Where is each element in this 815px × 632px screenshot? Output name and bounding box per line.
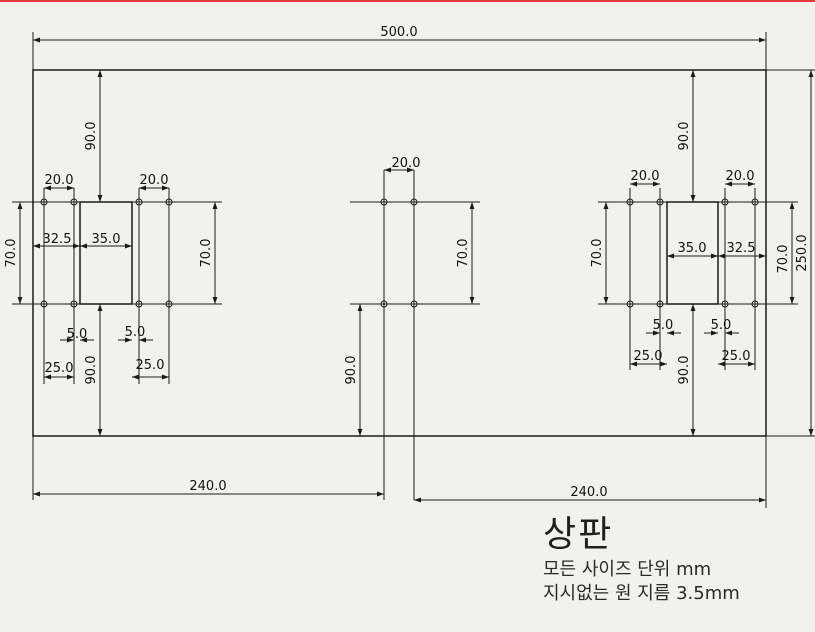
right-hole-2-1 [721,300,729,308]
plate-outline [32,69,767,437]
dim-label-left-height-outer: 70.0 [4,239,19,268]
note-units: 모든 사이즈 단위 mm [543,559,712,580]
dim-label-right-gap-a: 5.0 [653,318,674,333]
right-hole-3-1 [751,300,759,308]
title-block: 상판 모든 사이즈 단위 mm 지시없는 원 지름 3.5mm [543,512,740,606]
dim-label-left-top: 90.0 [84,122,99,151]
center-hole-0-1 [380,300,388,308]
dim-label-left-height-inner: 70.0 [199,239,214,268]
dim-label-right-height-outer: 70.0 [590,239,605,268]
dim-label-center-bottom: 90.0 [344,356,359,385]
right-hole-1-1 [656,300,664,308]
right-hole-3-0 [751,198,759,206]
left-cutout-rect [79,201,133,305]
left-hole-2-1 [135,300,143,308]
dim-label-left-pitch-b: 25.0 [136,358,165,373]
center-hole-1-0 [410,198,418,206]
top-accent-rule [0,0,815,2]
dim-label-center-spacing: 20.0 [392,156,421,171]
left-hole-1-1 [70,300,78,308]
dim-label-left-to-center: 240.0 [189,479,226,494]
dim-label-center-to-right: 240.0 [570,485,607,500]
right-hole-0-0 [626,198,634,206]
dim-label-left-bottom: 90.0 [84,356,99,385]
note-hole-diameter: 지시없는 원 지름 3.5mm [543,583,740,604]
dim-label-left-gap-a: 5.0 [67,327,88,342]
dim-label-right-outer-spacing: 20.0 [631,169,660,184]
right-hole-0-1 [626,300,634,308]
dim-label-overall-height: 250.0 [795,234,810,271]
left-hole-3-0 [165,198,173,206]
dim-label-right-pitch-a: 25.0 [634,349,663,364]
dim-label-left-gap-b: 5.0 [125,325,146,340]
dim-label-right-inner-spacing: 20.0 [726,169,755,184]
dim-label-right-rect-width: 35.0 [678,241,707,256]
right-hole-1-0 [656,198,664,206]
dim-label-right-top: 90.0 [677,122,692,151]
dim-label-left-offset: 32.5 [43,232,72,247]
dim-label-right-pitch-b: 25.0 [722,349,751,364]
dimension-layer: 500.0 250.0 240.0 240.0 90.0 90.0 20.0 20.0 70.0… [4,25,814,503]
left-hole-1-0 [70,198,78,206]
dim-label-right-height-inner: 70.0 [776,245,791,274]
geometry-layer [12,32,815,508]
left-hole-0-0 [40,198,48,206]
dim-label-right-gap-b: 5.0 [711,318,732,333]
center-hole-1-1 [410,300,418,308]
dim-label-overall-width: 500.0 [380,25,417,40]
dim-label-left-inner-spacing: 20.0 [140,173,169,188]
right-hole-2-0 [721,198,729,206]
drawing-title: 상판 [543,514,614,555]
dim-label-left-rect-width: 35.0 [92,232,121,247]
left-hole-2-0 [135,198,143,206]
dim-label-right-offset: 32.5 [727,241,756,256]
dim-label-left-outer-spacing: 20.0 [45,173,74,188]
dim-label-left-pitch-a: 25.0 [45,361,74,376]
center-hole-0-0 [380,198,388,206]
dim-label-right-bottom: 90.0 [677,356,692,385]
left-hole-0-1 [40,300,48,308]
dim-label-center-height: 70.0 [456,239,471,268]
left-hole-3-1 [165,300,173,308]
